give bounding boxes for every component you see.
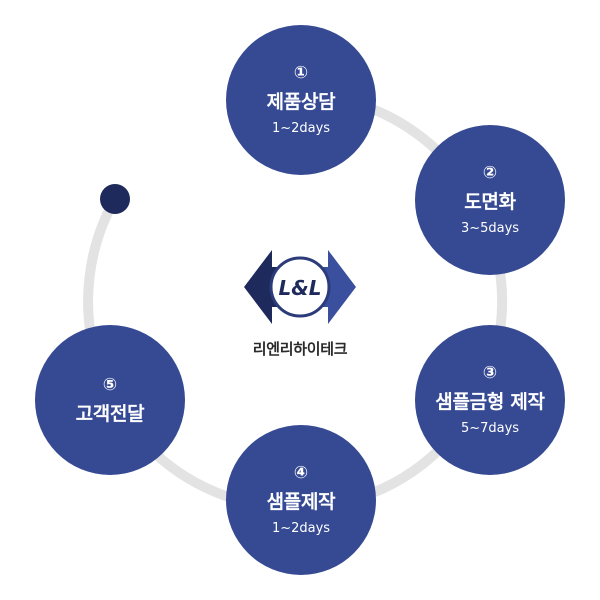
step-duration: 1~2days <box>271 520 331 536</box>
step-number: ① <box>293 62 309 83</box>
process-step-3: ③ 샘플금형 제작 5~7days <box>415 325 565 475</box>
step-title: 제품상담 <box>266 90 336 113</box>
process-step-1: ① 제품상담 1~2days <box>226 25 376 175</box>
step-number: ③ <box>482 362 498 383</box>
company-logo: L&L <box>244 250 356 324</box>
step-title: 고객전달 <box>75 402 145 425</box>
step-number: ⑤ <box>102 374 118 395</box>
step-number: ④ <box>293 462 309 483</box>
step-title: 샘플제작 <box>266 490 336 513</box>
company-name: 리엔리하이테크 <box>252 340 348 358</box>
logo-text: L&L <box>279 276 322 300</box>
process-step-2: ② 도면화 3~5days <box>415 125 565 275</box>
step-title: 도면화 <box>464 190 516 213</box>
step-number: ② <box>482 162 498 183</box>
cycle-start-dot <box>100 184 130 214</box>
process-step-5: ⑤ 고객전달 <box>35 325 185 475</box>
step-duration: 1~2days <box>271 120 331 136</box>
process-step-4: ④ 샘플제작 1~2days <box>226 425 376 575</box>
step-duration: 3~5days <box>460 220 520 236</box>
step-title: 샘플금형 제작 <box>435 390 545 413</box>
logo-center-circle <box>269 256 331 318</box>
step-duration: 5~7days <box>460 420 520 436</box>
